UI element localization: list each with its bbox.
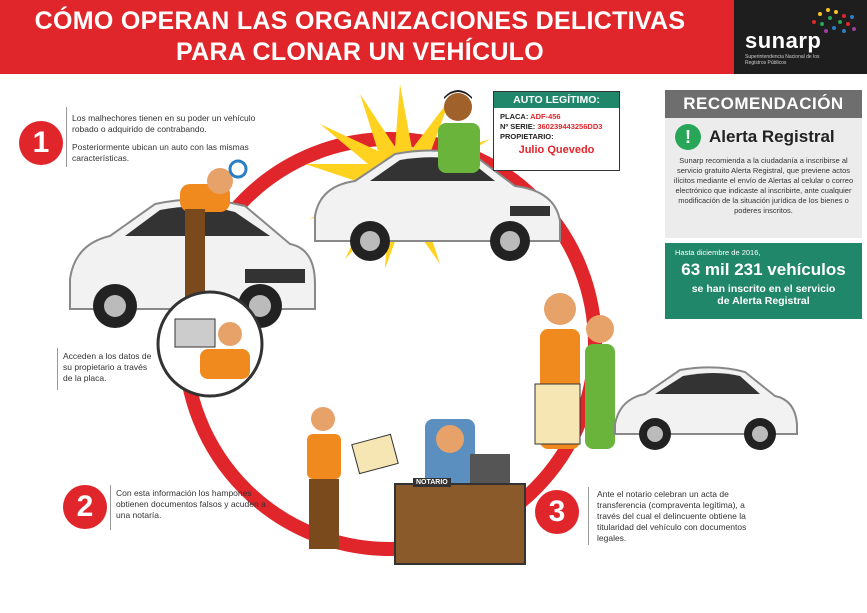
stats-panel: Hasta diciembre de 2016, 63 mil 231 vehí… [665,243,862,319]
step-2-number: 2 [63,485,107,529]
header-banner [0,0,867,74]
title-line-2: PARA CLONAR UN VEHÍCULO [175,38,544,66]
placa-value: ADF-456 [530,112,561,121]
couple-figure [534,293,615,449]
stats-sub-line-1: se han inscrito en el servicio [691,283,836,295]
access-divider [57,348,58,390]
notary-desk [394,419,526,565]
legit-car-heading: AUTO LEGÍTIMO: [494,92,619,108]
legit-car-icon [314,149,561,261]
step-3-divider [588,487,589,545]
stats-sub: se han inscrito en el servicio de Alerta… [665,283,862,307]
step-3-text: Ante el notario celebran un acta de tran… [597,489,747,543]
access-text: Acceden a los datos de su propietario a … [63,351,152,383]
notary-label: NOTARIO [413,478,451,487]
step-1-number: 1 [19,121,63,165]
stats-sub-line-2: de Alerta Registral [717,295,810,307]
step-2-divider [110,485,111,530]
scheme-illustration [69,84,798,565]
alert-registral-title: Alerta Registral [709,127,835,146]
exclamation-icon: ! [675,124,701,150]
stats-number: 63 mil 231 vehículos [681,260,846,279]
legit-car-box: AUTO LEGÍTIMO: PLACA: ADF-456 Nº SERIE: … [493,91,620,171]
step-3-number: 3 [535,490,579,534]
cloned-car-icon [614,366,798,450]
stats-intro: Hasta diciembre de 2016, [675,248,761,257]
placa-label: PLACA: [500,112,529,121]
step-1-text-a: Los malhechores tienen en su poder un ve… [72,113,256,134]
serie-line: Nº SERIE: 360239443256DD3 [494,122,619,132]
sunarp-logo-dots-icon [812,8,856,33]
serie-label: Nº SERIE: [500,122,536,131]
recommendation-panel: RECOMENDACIÓN ! Alerta Registral Sunarp … [665,90,862,238]
sunarp-logo-subtitle: Superintendencia Nacional de los Registr… [745,54,820,66]
step-1-text-b: Posteriormente ubican un auto con las mi… [72,142,249,163]
title-line-1: CÓMO OPERAN LAS ORGANIZACIONES DELICTIVA… [34,7,686,35]
recommendation-body: Sunarp recomienda a la ciudadanía a insc… [673,156,854,215]
step-2-text: Con esta información los hampones obtien… [116,488,266,520]
page-title: CÓMO OPERAN LAS ORGANIZACIONES DELICTIVA… [0,6,720,68]
legit-owner-figure [438,90,480,173]
owner-value: Julio Quevedo [518,144,595,156]
step-1-divider [66,107,67,167]
placa-line: PLACA: ADF-456 [494,112,619,122]
serie-value: 360239443256DD3 [537,122,603,131]
recommendation-title: RECOMENDACIÓN [665,90,862,118]
laptop-hacker-figure [156,290,264,398]
owner-label: PROPIETARIO: [500,132,554,141]
man-with-documents-figure [307,407,399,549]
sunarp-logo-box [734,0,867,74]
sunarp-logo-text: sunarp [745,28,822,53]
